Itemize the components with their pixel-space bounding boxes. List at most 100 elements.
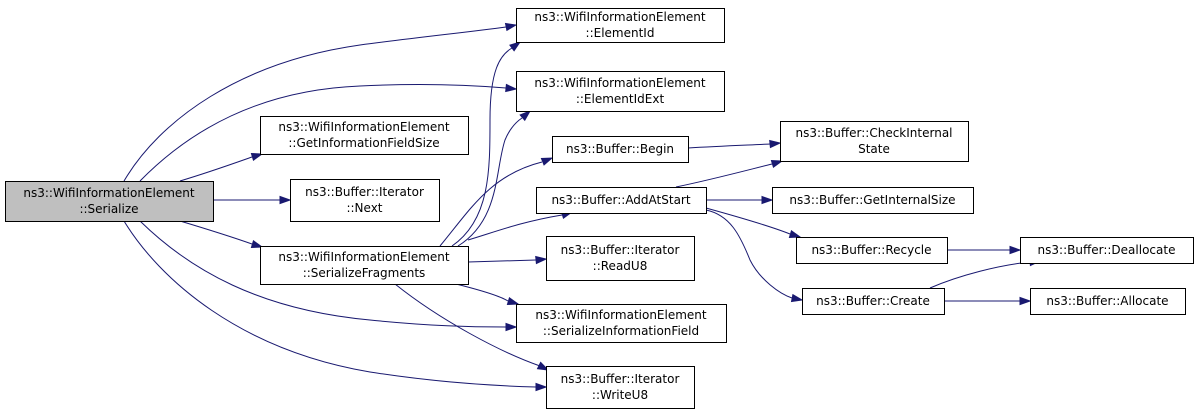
edge-buffer-create-to-buffer-allocate bbox=[944, 296, 1032, 306]
edge-line bbox=[467, 259, 537, 263]
edge-serialize-to-iterator-write-u8 bbox=[123, 220, 548, 392]
node-label-line: ns3::Buffer::AddAtStart bbox=[551, 193, 690, 207]
node-get-internal-size[interactable]: ns3::Buffer::GetInternalSize bbox=[772, 187, 974, 214]
edge-arrowhead bbox=[250, 152, 264, 162]
node-get-info-field-size[interactable]: ns3::WifiInformationElement::GetInformat… bbox=[260, 116, 469, 155]
edge-line bbox=[123, 220, 537, 388]
edge-arrowhead bbox=[1019, 296, 1032, 306]
node-buffer-add-at-start[interactable]: ns3::Buffer::AddAtStart bbox=[536, 187, 707, 214]
node-box bbox=[5, 181, 214, 222]
edge-line bbox=[123, 26, 507, 182]
node-box bbox=[260, 246, 469, 285]
node-label-line: ns3::WifiInformationElement bbox=[278, 250, 450, 264]
node-box bbox=[516, 71, 725, 112]
edge-serialize-to-serialize-fragments bbox=[179, 220, 264, 249]
node-label-line: ns3::WifiInformationElement bbox=[23, 186, 195, 200]
node-label-line: ns3::Buffer::Iterator bbox=[561, 243, 680, 257]
node-serialize[interactable]: ns3::WifiInformationElement::Serialize bbox=[5, 181, 214, 222]
node-iterator-read-u8[interactable]: ns3::Buffer::Iterator::ReadU8 bbox=[546, 236, 695, 281]
node-label-line: ns3::Buffer::Iterator bbox=[305, 185, 424, 199]
edge-buffer-add-at-start-to-get-internal-size bbox=[706, 195, 774, 205]
node-element-id-ext[interactable]: ns3::WifiInformationElement::ElementIdEx… bbox=[516, 71, 725, 112]
edge-arrowhead bbox=[770, 159, 784, 169]
nodes-layer: ns3::WifiInformationElement::Serializens… bbox=[5, 8, 1194, 409]
edges-layer bbox=[123, 22, 1042, 392]
node-serialize-info-field[interactable]: ns3::WifiInformationElement::SerializeIn… bbox=[516, 304, 727, 343]
edge-buffer-begin-to-check-internal-state bbox=[687, 139, 782, 149]
node-serialize-fragments[interactable]: ns3::WifiInformationElement::SerializeFr… bbox=[260, 246, 469, 285]
node-label-line: ::SerializeInformationField bbox=[543, 324, 699, 338]
node-label-line: ns3::Buffer::Recycle bbox=[811, 243, 931, 257]
node-label-line: ns3::Buffer::Deallocate bbox=[1038, 243, 1176, 257]
node-label-line: ::Serialize bbox=[79, 202, 138, 216]
edge-serialize-fragments-to-serialize-info-field bbox=[455, 283, 520, 306]
edge-arrowhead bbox=[540, 157, 554, 166]
node-box bbox=[1030, 288, 1186, 315]
edge-line bbox=[179, 220, 253, 245]
node-label-line: ns3::WifiInformationElement bbox=[535, 308, 707, 322]
node-label-line: ::WriteU8 bbox=[592, 388, 648, 402]
node-box bbox=[516, 304, 727, 343]
node-box bbox=[780, 121, 969, 162]
edge-arrowhead bbox=[279, 195, 292, 205]
edge-arrowhead bbox=[535, 382, 548, 392]
node-box bbox=[260, 116, 469, 155]
edge-arrowhead bbox=[535, 255, 548, 265]
node-box bbox=[546, 366, 695, 409]
node-box bbox=[772, 187, 974, 214]
node-box bbox=[516, 8, 725, 43]
node-buffer-deallocate[interactable]: ns3::Buffer::Deallocate bbox=[1020, 237, 1194, 264]
edge-line bbox=[139, 84, 507, 182]
node-label-line: ::ElementId bbox=[586, 26, 655, 40]
edge-arrowhead bbox=[505, 322, 518, 332]
edge-serialize-fragments-to-buffer-add-at-start bbox=[467, 210, 574, 241]
node-label-line: ns3::Buffer::Create bbox=[816, 294, 930, 308]
edge-buffer-recycle-to-buffer-deallocate bbox=[947, 245, 1022, 255]
node-buffer-begin[interactable]: ns3::Buffer::Begin bbox=[552, 136, 689, 163]
node-box bbox=[290, 179, 440, 222]
node-buffer-create[interactable]: ns3::Buffer::Create bbox=[802, 288, 945, 315]
node-label-line: ::Next bbox=[346, 201, 382, 215]
edge-arrowhead bbox=[788, 229, 802, 239]
edge-serialize-to-get-info-field-size bbox=[179, 152, 264, 182]
node-label-line: ::ElementIdExt bbox=[576, 92, 665, 106]
edge-serialize-fragments-to-buffer-begin bbox=[439, 157, 554, 247]
edge-arrowhead bbox=[250, 239, 264, 249]
node-buffer-recycle[interactable]: ns3::Buffer::Recycle bbox=[796, 237, 948, 264]
node-label-line: ns3::WifiInformationElement bbox=[534, 10, 706, 24]
edge-serialize-fragments-to-element-id bbox=[451, 41, 522, 247]
edge-arrowhead bbox=[536, 361, 550, 371]
edge-serialize-fragments-to-iterator-read-u8 bbox=[467, 255, 548, 265]
node-label-line: ns3::WifiInformationElement bbox=[534, 76, 706, 90]
edge-serialize-to-element-id bbox=[123, 22, 518, 182]
node-iterator-write-u8[interactable]: ns3::Buffer::Iterator::WriteU8 bbox=[546, 366, 695, 409]
node-iterator-next[interactable]: ns3::Buffer::Iterator::Next bbox=[290, 179, 440, 222]
node-label-line: ns3::Buffer::Begin bbox=[566, 142, 674, 156]
edge-line bbox=[139, 220, 507, 328]
edge-buffer-add-at-start-to-buffer-create bbox=[705, 209, 804, 303]
node-buffer-allocate[interactable]: ns3::Buffer::Allocate bbox=[1030, 288, 1186, 315]
node-label-line: ns3::Buffer::Iterator bbox=[561, 372, 680, 386]
node-element-id[interactable]: ns3::WifiInformationElement::ElementId bbox=[516, 8, 725, 43]
edge-line bbox=[451, 47, 513, 247]
node-box bbox=[552, 136, 689, 163]
edge-line bbox=[705, 207, 791, 235]
edge-serialize-fragments-to-element-id-ext bbox=[457, 110, 532, 247]
edge-line bbox=[705, 209, 793, 299]
edge-arrowhead bbox=[769, 139, 782, 149]
node-label-line: ns3::Buffer::GetInternalSize bbox=[789, 193, 955, 207]
edge-arrowhead bbox=[1009, 245, 1022, 255]
edge-arrowhead bbox=[790, 293, 804, 303]
edge-serialize-to-iterator-next bbox=[213, 195, 292, 205]
node-box bbox=[546, 236, 695, 281]
node-box bbox=[536, 187, 707, 214]
edge-buffer-add-at-start-to-check-internal-state bbox=[675, 159, 784, 188]
edge-line bbox=[467, 214, 563, 241]
edge-line bbox=[439, 161, 543, 247]
edge-line bbox=[457, 117, 523, 247]
edge-line bbox=[179, 156, 253, 182]
node-label-line: ::SerializeFragments bbox=[303, 266, 426, 280]
